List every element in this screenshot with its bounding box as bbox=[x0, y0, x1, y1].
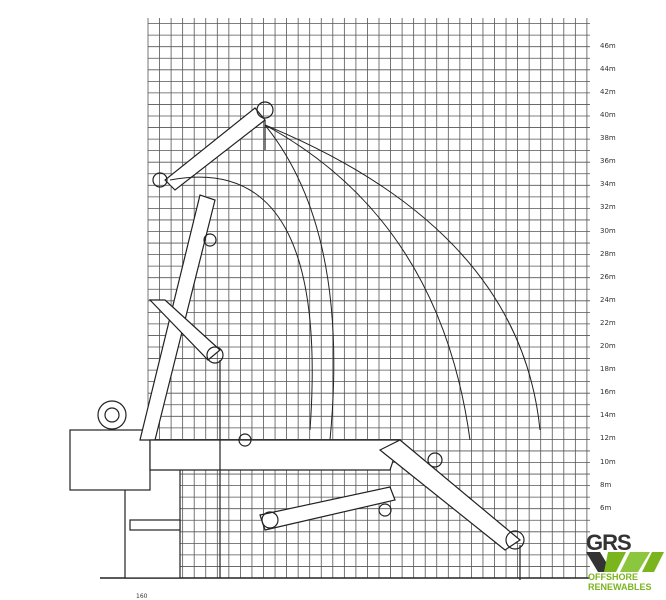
main-boom-horizontal bbox=[149, 439, 401, 471]
grs-logo: GRS OFFSHORE RENEWABLES bbox=[586, 530, 666, 592]
height-label: 22m bbox=[600, 318, 616, 327]
height-label: 34m bbox=[600, 180, 616, 189]
logo-stripes-icon bbox=[586, 552, 664, 572]
reach-arc-mid bbox=[264, 124, 471, 441]
crane-drawing bbox=[69, 101, 590, 580]
logo-main-text: GRS bbox=[586, 530, 632, 555]
grid bbox=[147, 18, 590, 579]
logo-renewables: RENEWABLES bbox=[588, 582, 652, 592]
height-label: 44m bbox=[600, 64, 616, 73]
height-label: 30m bbox=[600, 226, 616, 235]
reach-arc-small bbox=[169, 176, 313, 431]
height-label: 32m bbox=[600, 203, 616, 212]
bottom-scale-label: 160 bbox=[136, 593, 148, 600]
height-label: 16m bbox=[600, 388, 616, 397]
height-label: 14m bbox=[600, 411, 616, 420]
logo-offshore: OFFSHORE bbox=[588, 572, 639, 582]
height-label: 20m bbox=[600, 342, 616, 350]
height-label: 18m bbox=[600, 365, 616, 374]
winch-drum bbox=[97, 400, 127, 430]
boom-mid bbox=[148, 299, 221, 361]
height-label: 8m bbox=[600, 480, 612, 489]
height-label: 10m bbox=[600, 457, 616, 466]
jib-horizontal bbox=[378, 439, 522, 551]
crane-house bbox=[69, 429, 151, 491]
height-label: 46m bbox=[600, 41, 616, 50]
height-label: 24m bbox=[600, 295, 616, 304]
height-label: 12m bbox=[600, 434, 616, 443]
height-label: 6m bbox=[600, 503, 612, 512]
height-label: 38m bbox=[600, 134, 616, 143]
reach-arc-outer bbox=[264, 124, 541, 431]
height-label: 28m bbox=[600, 249, 616, 258]
height-label: 36m bbox=[600, 157, 616, 166]
height-label: 42m bbox=[600, 87, 616, 96]
reach-arc-inner bbox=[264, 124, 335, 441]
height-label: 26m bbox=[600, 272, 616, 281]
height-label: 40m bbox=[600, 111, 616, 119]
